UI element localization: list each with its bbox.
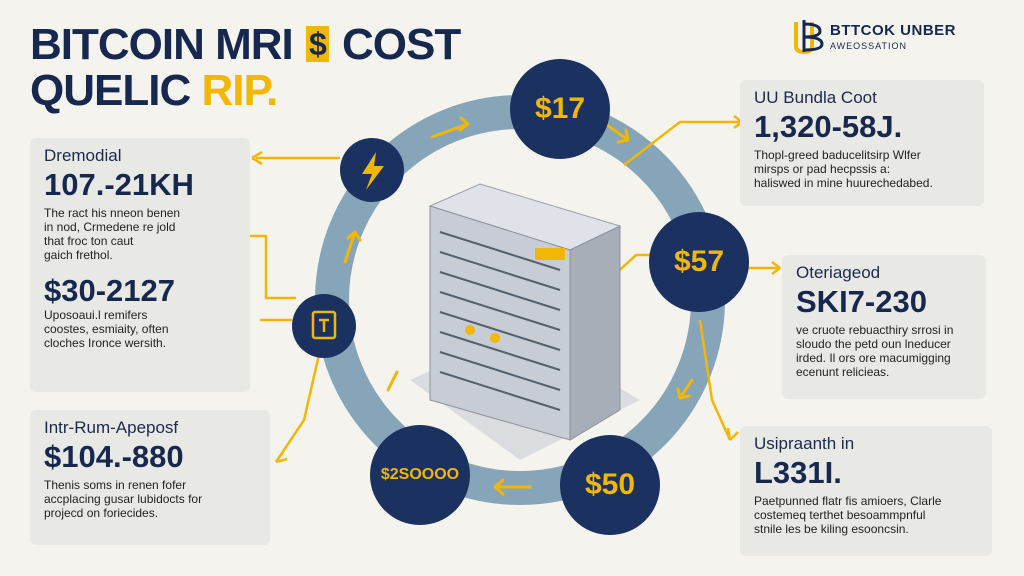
card-label: Dremodial	[44, 146, 122, 165]
card-value-secondary: $30-2127	[44, 273, 176, 308]
bitcoin-logo-icon	[794, 20, 824, 54]
card-label: Oteriageod	[796, 263, 881, 282]
card-value: SKI7-230	[796, 284, 927, 319]
card-description: Paetpunned flatr fis amioers, Clarle cos…	[754, 494, 942, 536]
card-right-bottom: Usipraanth in L331I. Paetpunned flatr fi…	[740, 426, 992, 556]
card-description: Thenis soms in renen fofer accplacing gu…	[44, 478, 203, 520]
node-right-circle	[649, 212, 749, 312]
card-description-secondary: Uposoaui.l remifers coostes, esmiaity, o…	[44, 308, 169, 350]
node-top-value: $17	[534, 92, 586, 125]
server-tower	[410, 183, 640, 460]
node-bottom-left-value: $2SOOOO	[380, 466, 460, 483]
node-bottom-right-circle	[560, 435, 660, 535]
node-bottom-right-value: $50	[584, 468, 636, 501]
card-value: $104.-880	[44, 439, 184, 474]
card-value: 107.-21KH	[44, 167, 194, 202]
card-label: Usipraanth in	[754, 434, 855, 453]
card-description: ve cruote rebuacthiry srrosi in sloudo t…	[796, 323, 954, 379]
node-bottom-left-circle	[370, 425, 470, 525]
card-description: Thopl-greed baducelitsirp Wlfer mirsps o…	[754, 148, 933, 190]
card-label: UU Bundla Coot	[754, 88, 877, 107]
node-top-circle	[510, 59, 610, 159]
card-right-top: UU Bundla Coot 1,320-58J. Thopl-greed ba…	[740, 80, 984, 206]
card-value: L331I.	[754, 455, 842, 490]
card-description: The ract his nneon benen in nod, Crmeden…	[44, 206, 181, 262]
brand-subtitle: AWEOSSATION	[830, 40, 908, 51]
card-right-mid: Oteriageod SKI7-230 ve cruote rebuacthir…	[782, 255, 986, 399]
brand-logo: BTTCOK UNBER AWEOSSATION	[792, 18, 956, 54]
lightning-icon	[362, 152, 384, 190]
page-title: BITCOIN MRI $ COST QUELIC RIP.	[30, 20, 461, 115]
dollar-badge: $	[306, 26, 329, 62]
card-label: Intr-Rum-Apeposf	[44, 418, 179, 437]
node-right-value: $57	[673, 245, 725, 278]
doc-icon	[311, 310, 337, 340]
brand-name: BTTCOK UNBER	[830, 21, 956, 39]
card-left-bottom: Intr-Rum-Apeposf $104.-880 Thenis soms i…	[30, 410, 270, 545]
card-left-top: Dremodial 107.-21KH The ract his nneon b…	[30, 138, 250, 392]
card-value: 1,320-58J.	[754, 109, 903, 144]
